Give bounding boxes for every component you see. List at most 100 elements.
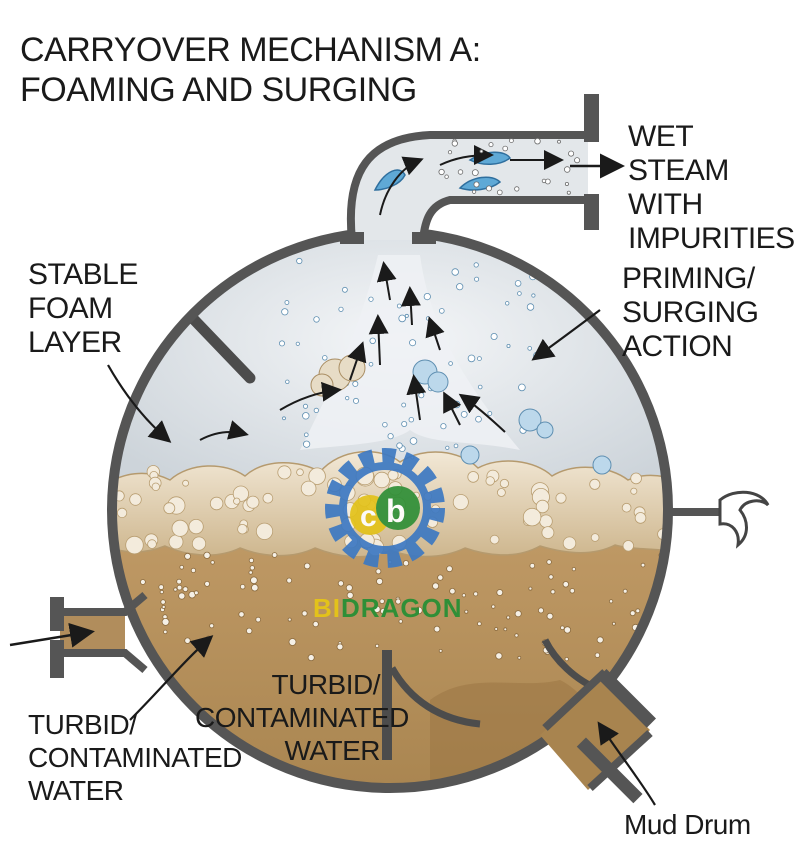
bubble: [515, 187, 519, 191]
bubble: [688, 555, 691, 558]
bubble: [453, 495, 468, 510]
bubble: [130, 494, 142, 506]
bubble: [609, 600, 612, 603]
bubble: [659, 616, 663, 620]
bubble: [405, 314, 408, 317]
bubble: [497, 590, 503, 596]
bubble: [446, 446, 449, 449]
bubble: [441, 424, 446, 429]
bubble: [445, 175, 449, 179]
bubble: [256, 617, 261, 622]
wet-steam-line-1: WET STEAM: [628, 120, 800, 188]
bubble: [558, 140, 561, 143]
bubble: [538, 608, 543, 613]
bubble: [478, 385, 482, 389]
bubble: [109, 576, 116, 583]
bubble: [288, 618, 291, 621]
bubble: [563, 537, 576, 550]
bubble: [612, 622, 615, 625]
watermark-suffix: DRAGON: [341, 593, 463, 623]
bubble: [251, 577, 258, 584]
bubble: [489, 143, 493, 147]
bubble: [496, 653, 502, 659]
bubble: [462, 594, 465, 597]
bubble: [289, 639, 296, 646]
logo-letter-c: c: [360, 500, 377, 533]
bubble: [250, 566, 254, 570]
bubble: [249, 571, 253, 575]
bubble: [108, 604, 113, 609]
bubble: [240, 584, 245, 589]
bubble: [475, 277, 479, 281]
bubble: [500, 479, 508, 487]
bubble: [597, 637, 603, 643]
bubble: [164, 503, 175, 514]
bubble: [564, 167, 570, 173]
bubble: [547, 613, 553, 619]
bubble: [148, 540, 157, 549]
bubble: [403, 561, 408, 566]
bubble: [623, 541, 634, 552]
watermark-prefix: BI: [313, 593, 341, 623]
bubble: [185, 553, 191, 559]
bubble: [433, 583, 439, 589]
bubble: [377, 578, 383, 584]
bubble: [563, 582, 569, 588]
bubble: [453, 401, 460, 408]
bubble: [192, 537, 205, 550]
bubble: [569, 151, 574, 156]
bubble: [591, 534, 599, 542]
bubble: [670, 647, 674, 651]
bubble: [140, 580, 145, 585]
bubble: [549, 575, 553, 579]
bubble: [623, 589, 627, 593]
bubble: [490, 535, 499, 544]
bubble: [476, 416, 482, 422]
bubble: [504, 628, 507, 631]
bubble: [497, 190, 502, 195]
bubble: [162, 618, 169, 625]
bubble: [556, 493, 566, 503]
label-priming: PRIMING/ SURGING ACTION: [622, 262, 759, 364]
bubble: [185, 638, 191, 644]
bubble: [177, 585, 182, 590]
bubble: [434, 626, 440, 632]
bubble: [595, 653, 600, 658]
bubble: [189, 519, 203, 533]
bubble: [439, 169, 444, 174]
bubble: [183, 480, 189, 486]
bubble: [247, 496, 259, 508]
bubble: [478, 622, 482, 626]
stable-foam-line-2: FOAM: [28, 292, 138, 326]
bubble: [370, 338, 376, 344]
bubble: [630, 611, 635, 616]
bubble: [194, 591, 198, 595]
bubble: [301, 481, 316, 496]
bubble: [515, 611, 521, 617]
valve-icon: [668, 492, 768, 545]
bubble: [635, 513, 646, 524]
bubble: [210, 624, 214, 628]
bubble: [303, 413, 310, 420]
bubble: [461, 411, 467, 417]
bubble: [410, 438, 417, 445]
bubble: [278, 466, 291, 479]
bubble: [426, 317, 430, 321]
bubble: [491, 333, 497, 339]
bubble: [388, 434, 393, 439]
bubble: [532, 294, 535, 297]
bubble: [117, 508, 126, 517]
bubble: [465, 610, 468, 613]
bubble: [519, 384, 526, 391]
bubble: [286, 380, 290, 384]
bubble: [179, 593, 185, 599]
bubble: [631, 488, 637, 494]
bubble: [565, 657, 568, 660]
bubble: [296, 342, 299, 345]
bubble: [572, 567, 575, 570]
bubble: [636, 609, 640, 613]
bubble: [160, 590, 163, 593]
bubble: [424, 293, 430, 299]
diagram-title: CARRYOVER MECHANISM A: FOAMING AND SURGI…: [20, 30, 481, 110]
priming-line-2: SURGING: [622, 296, 759, 330]
